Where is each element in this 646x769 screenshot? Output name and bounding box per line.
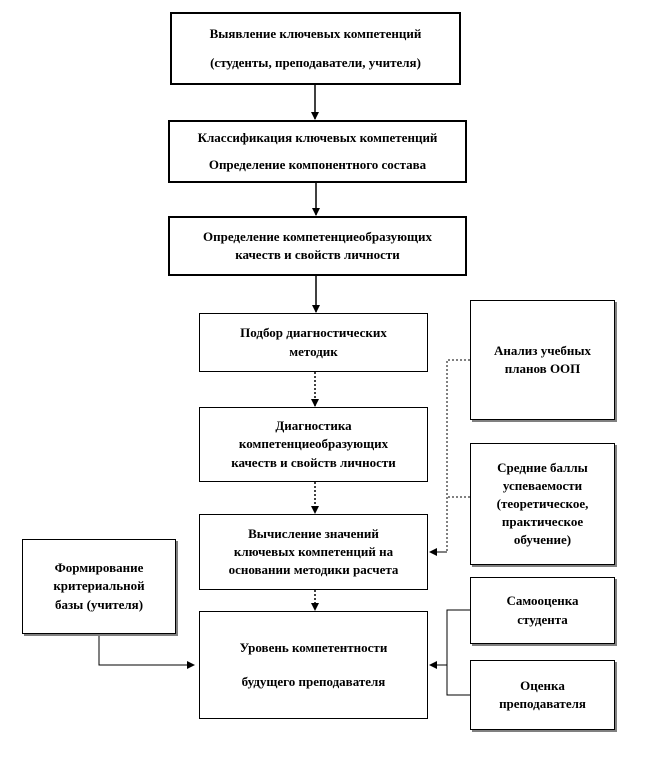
box-select-methods: Подбор диагностических методик [199,313,428,372]
text-line: студента [517,611,568,627]
connector-s3-b7 [446,609,470,696]
text-line: Оценка [520,677,565,693]
text-line: Классификация ключевых компетенций [197,130,438,146]
connector-s1-b6 [446,359,470,552]
box-average-grades: Средние баллы успеваемости (теоретическо… [470,443,615,565]
text-line: Вычисление значений [248,525,379,541]
text-line: Формирование [54,560,144,576]
text-line: Подбор диагностических [240,325,387,341]
text-line: качеств и свойств личности [235,247,400,262]
text-line: планов ООП [504,361,581,376]
box-curriculum-analysis: Анализ учебных планов ООП [470,300,615,420]
text-line: Выявление ключевых компетенций [209,26,422,42]
text-line: методик [289,343,338,359]
text-line: преподавателя [499,696,586,711]
text-line: (теоретическое, [496,495,589,511]
text-line: компетенциеобразующих [238,436,389,452]
text-line: качеств и свойств личности [231,454,396,470]
text-line: Анализ учебных [494,342,591,358]
box-criteria-base: Формирование критериальной базы (учителя… [22,539,176,634]
box-define-qualities: Определение компетенциеобразующих качест… [168,216,467,276]
text-line: Определение компонентного состава [208,156,427,172]
text-line: Определение компетенциеобразующих [202,228,432,244]
text-line: Средние баллы [497,459,588,475]
text-line: Самооценка [506,593,579,609]
text-line: критериальной [53,578,145,594]
text-line: основании методики расчета [228,562,399,578]
box-calculate-values: Вычисление значений ключевых компетенций… [199,514,428,590]
text-line: обучение) [513,532,572,548]
connector-l1-b7 [98,634,195,669]
text-line: Диагностика [275,418,352,434]
text-line: Уровень компетентности [239,639,388,655]
box-student-self-assessment: Самооценка студента [470,577,615,644]
box-competence-level: Уровень компетентности будущего преподав… [199,611,428,719]
box-diagnostics: Диагностика компетенциеобразующих качест… [199,407,428,482]
box-identify-key-competencies: Выявление ключевых компетенций (студенты… [170,12,461,85]
text-line: будущего преподавателя [241,674,386,689]
text-line: успеваемости [502,477,583,493]
text-line: базы (учителя) [54,596,144,612]
text-line: (студенты, преподаватели, учителя) [210,54,421,70]
box-classify-key-competencies: Классификация ключевых компетенций Опред… [168,120,467,183]
box-teacher-assessment: Оценка преподавателя [470,660,615,730]
text-line: практическое [501,514,584,530]
text-line: ключевых компетенций на [233,543,394,559]
